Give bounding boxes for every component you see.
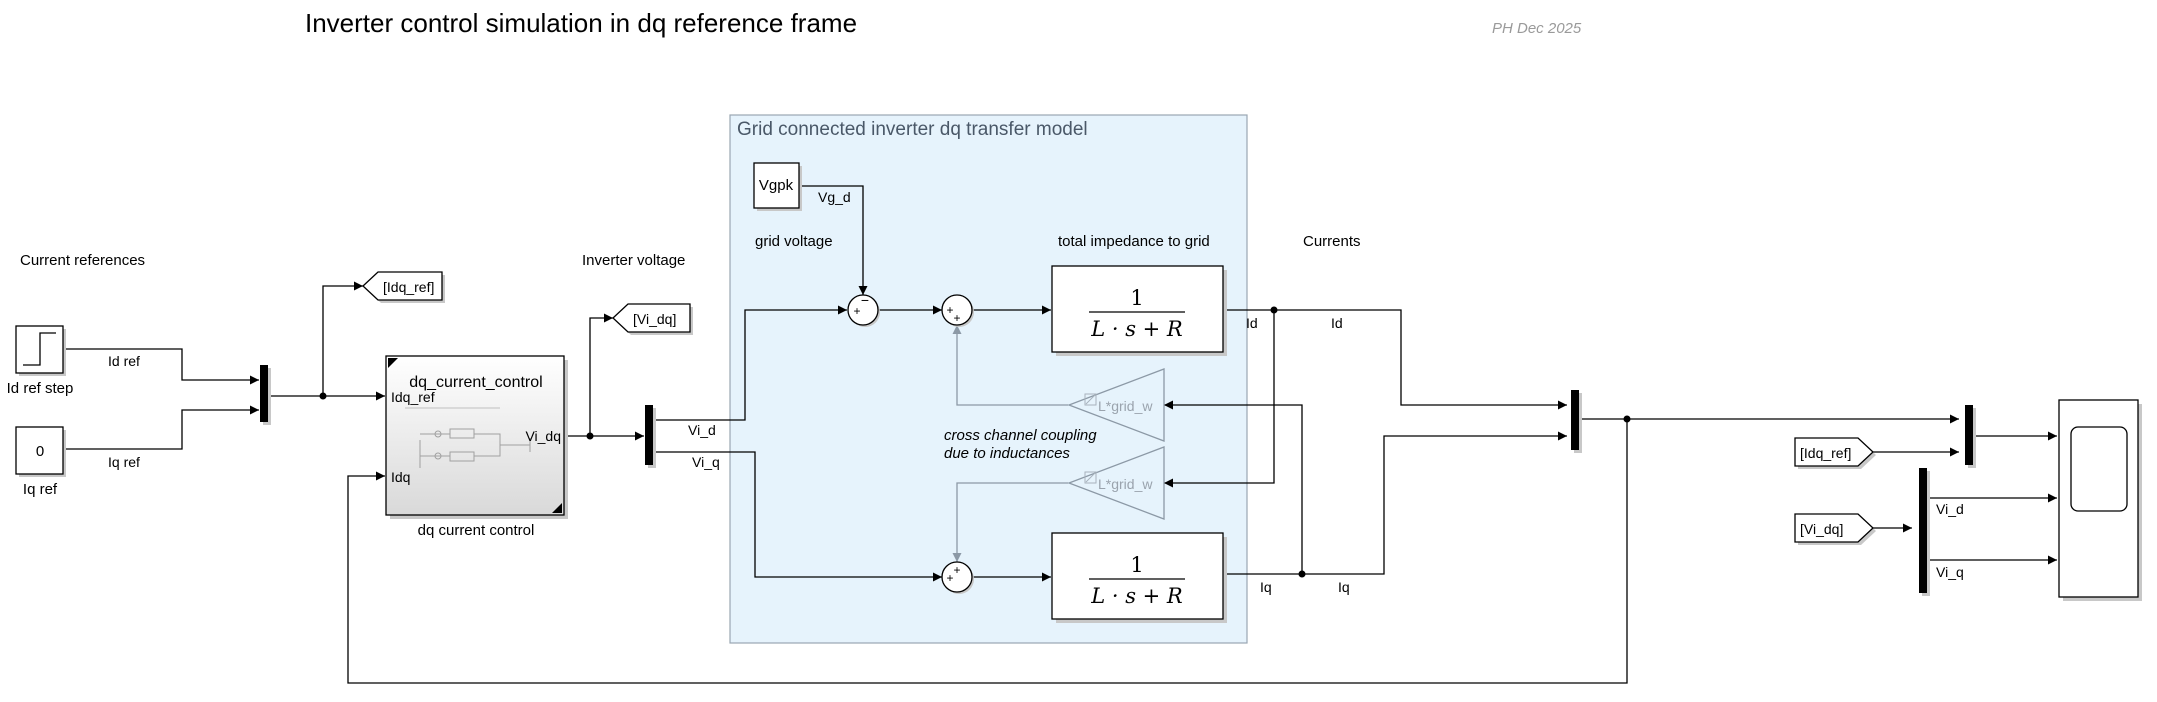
annotation-cross-coupling-2: due to inductances [944,445,1070,462]
sum-grid-voltage[interactable] [847,294,880,327]
signal-label-vg-d: Vg_d [818,189,851,205]
constant-block-name: Iq ref [23,481,58,498]
junction-vi-dq [586,432,594,440]
coupling-wires [952,325,1068,562]
tf-d-denominator: L · s + R [1090,317,1183,341]
wire-gain-to-sum3[interactable] [952,482,1068,562]
annotation-currents: Currents [1303,233,1361,250]
signal-wires [64,185,2057,684]
mux-scope-currents[interactable] [1965,405,1976,468]
tf-q-numerator: 1 [1130,553,1143,577]
junction-iq [1298,570,1306,578]
subsystem-name: dq current control [418,522,535,539]
signal-label-scope-vi-d: Vi_d [1936,501,1964,517]
transfer-function-d[interactable] [1051,265,1227,356]
from-idq-ref-label: [Idq_ref] [1800,445,1851,461]
wire-iq-ref[interactable] [64,405,259,450]
step-block[interactable] [15,325,66,376]
gain-lower-label: L*grid_w [1098,476,1153,492]
scope-screen-icon [2070,426,2128,512]
demux-scope-voltages[interactable] [1919,468,1930,596]
wire-idq-feedback[interactable] [347,419,1628,684]
constant-value: 0 [36,443,44,460]
subsystem-thumbnail [405,407,531,468]
sum2-sign-left: + [946,303,953,317]
from-vi-dq-label: [Vi_dq] [1800,521,1843,537]
signal-label-iq-right: Iq [1338,579,1350,595]
wire-vi-q[interactable] [652,451,942,582]
signal-label-vi-d: Vi_d [688,422,716,438]
demux-vi-dq[interactable] [645,405,656,468]
sum-q-coupling[interactable] [941,561,974,594]
signal-label-iq-ref: Iq ref [108,454,140,470]
wire-gain-to-sum2[interactable] [952,325,1068,406]
sum2-sign-bottom: + [953,311,960,325]
transfer-function-q[interactable] [1051,532,1227,623]
subsystem-dq-current-control[interactable] [385,355,568,519]
signal-label-id-right: Id [1331,315,1343,331]
annotation-total-impedance: total impedance to grid [1058,233,1210,250]
tf-q-denominator: L · s + R [1090,584,1183,608]
tf-d-numerator: 1 [1130,286,1143,310]
author-note: PH Dec 2025 [1492,20,1582,37]
gain-upper-label: L*grid_w [1098,398,1153,414]
grid-model-area-title: Grid connected inverter dq transfer mode… [737,119,1088,140]
sum-d-coupling[interactable] [941,294,974,327]
vgpk-constant-block[interactable] [753,162,802,211]
annotation-cross-coupling-1: cross channel coupling [944,427,1097,444]
sum3-sign-top: + [953,563,960,577]
mux-currents[interactable] [1571,390,1582,453]
annotation-grid-voltage: grid voltage [755,233,833,250]
wire-id-ref[interactable] [64,348,259,385]
wire-id[interactable] [1223,309,1567,410]
from-vi-dq[interactable] [1794,513,1876,545]
goto-vi-dq-label: [Vi_dq] [633,311,676,327]
signal-label-id-ref: Id ref [108,353,140,369]
mux-current-refs[interactable] [260,365,271,425]
signal-label-scope-vi-q: Vi_q [1936,564,1964,580]
sum3-sign-left: + [946,571,953,585]
signal-label-id-left: Id [1246,315,1258,331]
goto-idq-ref[interactable] [362,271,445,303]
gain-coupling-upper[interactable] [1067,368,1165,442]
subsystem-port-idq-ref: Idq_ref [391,389,435,405]
subsystem-title: dq_current_control [409,374,542,391]
annotation-current-references: Current references [20,252,145,269]
goto-idq-ref-label: [Idq_ref] [383,279,434,295]
wire-to-goto-idq-ref[interactable] [322,281,363,396]
diagram-title: Inverter control simulation in dq refere… [305,8,857,38]
wire-id-to-gain[interactable] [1164,310,1275,488]
scope-block[interactable] [2058,399,2142,601]
junction-feedback [1623,415,1631,423]
sum1-sign-left: + [853,304,860,318]
annotation-inverter-voltage: Inverter voltage [582,252,685,269]
junction-idq-ref [319,392,327,400]
constant-block[interactable] [15,426,66,477]
step-block-name: Id ref step [7,380,74,397]
subsystem-port-idq: Idq [391,469,410,485]
sum1-sign-top: − [861,292,869,308]
goto-vi-dq[interactable] [612,303,693,335]
vgpk-label: Vgpk [759,177,794,194]
wire-vg-d[interactable] [801,185,868,295]
wire-to-goto-vi-dq[interactable] [589,313,613,436]
gain-coupling-lower[interactable] [1067,446,1165,520]
from-idq-ref[interactable] [1794,437,1876,469]
subsystem-port-vi-dq: Vi_dq [525,428,561,444]
wire-iq-to-gain[interactable] [1164,400,1303,574]
signal-label-iq-left: Iq [1260,579,1272,595]
signal-label-vi-q: Vi_q [692,454,720,470]
junction-id [1270,306,1278,314]
wire-vi-d[interactable] [652,305,847,421]
